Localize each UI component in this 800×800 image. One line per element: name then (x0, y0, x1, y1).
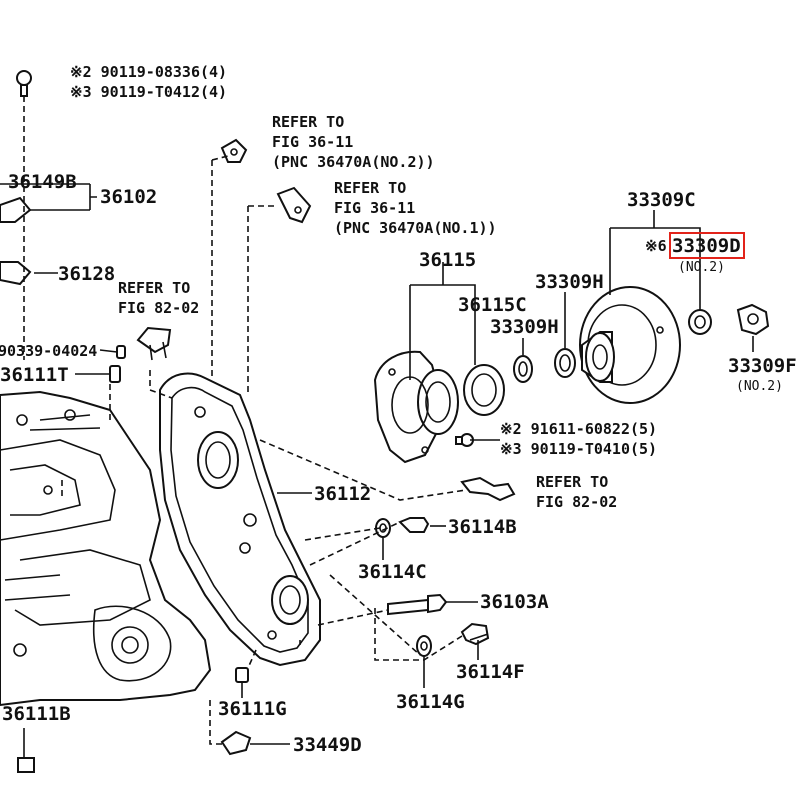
transfer-case-cover-36112 (159, 372, 321, 667)
bracket-fig-36-11-no1 (276, 186, 312, 224)
washer-33309h-a (513, 355, 533, 383)
pin-90339 (116, 345, 126, 359)
bracket-fig-36-11-no2 (220, 138, 248, 163)
label-33309h-a: 33309H (490, 316, 559, 338)
gasket-36114g (416, 635, 432, 657)
label-36149b: 36149B (8, 171, 77, 193)
label-bolt-b: ※3 90119-T0412(4) (70, 83, 227, 101)
leader-lines (0, 183, 754, 758)
label-ref1-line1: REFER TO (272, 113, 344, 131)
label-36114b: 36114B (448, 516, 517, 538)
label-36111g: 36111G (218, 698, 287, 720)
highlight-box-33309d (669, 232, 745, 259)
label-36115c: 36115C (458, 294, 527, 316)
label-36115: 36115 (419, 249, 476, 271)
label-33309d-prefix: ※6 (645, 237, 667, 255)
pin-36111g (235, 667, 249, 683)
label-36114c: 36114C (358, 561, 427, 583)
part-labels: ※2 90119-08336(4) ※3 90119-T0412(4) 3614… (0, 63, 797, 756)
label-90339: 90339-04024 (0, 342, 97, 360)
label-ref1-line2: FIG 36-11 (272, 133, 353, 151)
label-33449d: 33449D (293, 734, 362, 756)
plug-36114b (398, 517, 430, 533)
label-36114g: 36114G (396, 691, 465, 713)
label-bolt-c: ※2 91611-60822(5) (500, 420, 657, 438)
label-ref2-line2: FIG 36-11 (334, 199, 415, 217)
bolt-36103a (387, 593, 448, 616)
label-bolt-d: ※3 90119-T0410(5) (500, 440, 657, 458)
nut-33309f (736, 303, 770, 336)
bolt-top-left (16, 70, 32, 97)
pin-36111b (17, 757, 35, 773)
label-36112: 36112 (314, 483, 371, 505)
label-33309d-note: (NO.2) (678, 260, 725, 275)
label-36114f: 36114F (456, 661, 525, 683)
plug-36114f (460, 622, 490, 646)
label-33309d: 33309D (672, 235, 741, 257)
label-ref4-line2: FIG 82-02 (536, 493, 617, 511)
transmission-housing (0, 390, 212, 707)
label-ref3-line2: FIG 82-02 (118, 299, 199, 317)
bracket-33449d (220, 730, 252, 756)
label-ref3-line1: REFER TO (118, 279, 190, 297)
label-33309h-b: 33309H (535, 271, 604, 293)
companion-flange-33309c (579, 286, 681, 404)
oil-seal-36115c (463, 364, 505, 416)
dashed-assembly-lines (23, 96, 467, 745)
label-ref4-line1: REFER TO (536, 473, 608, 491)
label-ref2-line3: (PNC 36470A(NO.1)) (334, 219, 497, 237)
label-ref2-line1: REFER TO (334, 179, 406, 197)
label-33309f-note: (NO.2) (736, 379, 783, 394)
bracket-fig-82-02-right (460, 476, 516, 502)
label-33309c: 33309C (627, 189, 696, 211)
washer-33309h-b (554, 348, 576, 378)
bearing-retainer-36115 (373, 350, 459, 464)
bracket-36149b (0, 196, 32, 223)
bracket-36128 (0, 261, 32, 286)
label-36103a: 36103A (480, 591, 549, 613)
label-36102: 36102 (100, 186, 157, 208)
label-bolt-a: ※2 90119-08336(4) (70, 63, 227, 81)
bracket-fig-82-02-left (136, 326, 172, 361)
label-36111b: 36111B (2, 703, 71, 725)
washer-33309d (688, 309, 712, 335)
pin-36111t (109, 365, 121, 383)
label-ref1-line3: (PNC 36470A(NO.2)) (272, 153, 435, 171)
label-36128: 36128 (58, 263, 115, 285)
label-36111t: 36111T (0, 364, 69, 386)
label-33309f: 33309F (728, 355, 797, 377)
